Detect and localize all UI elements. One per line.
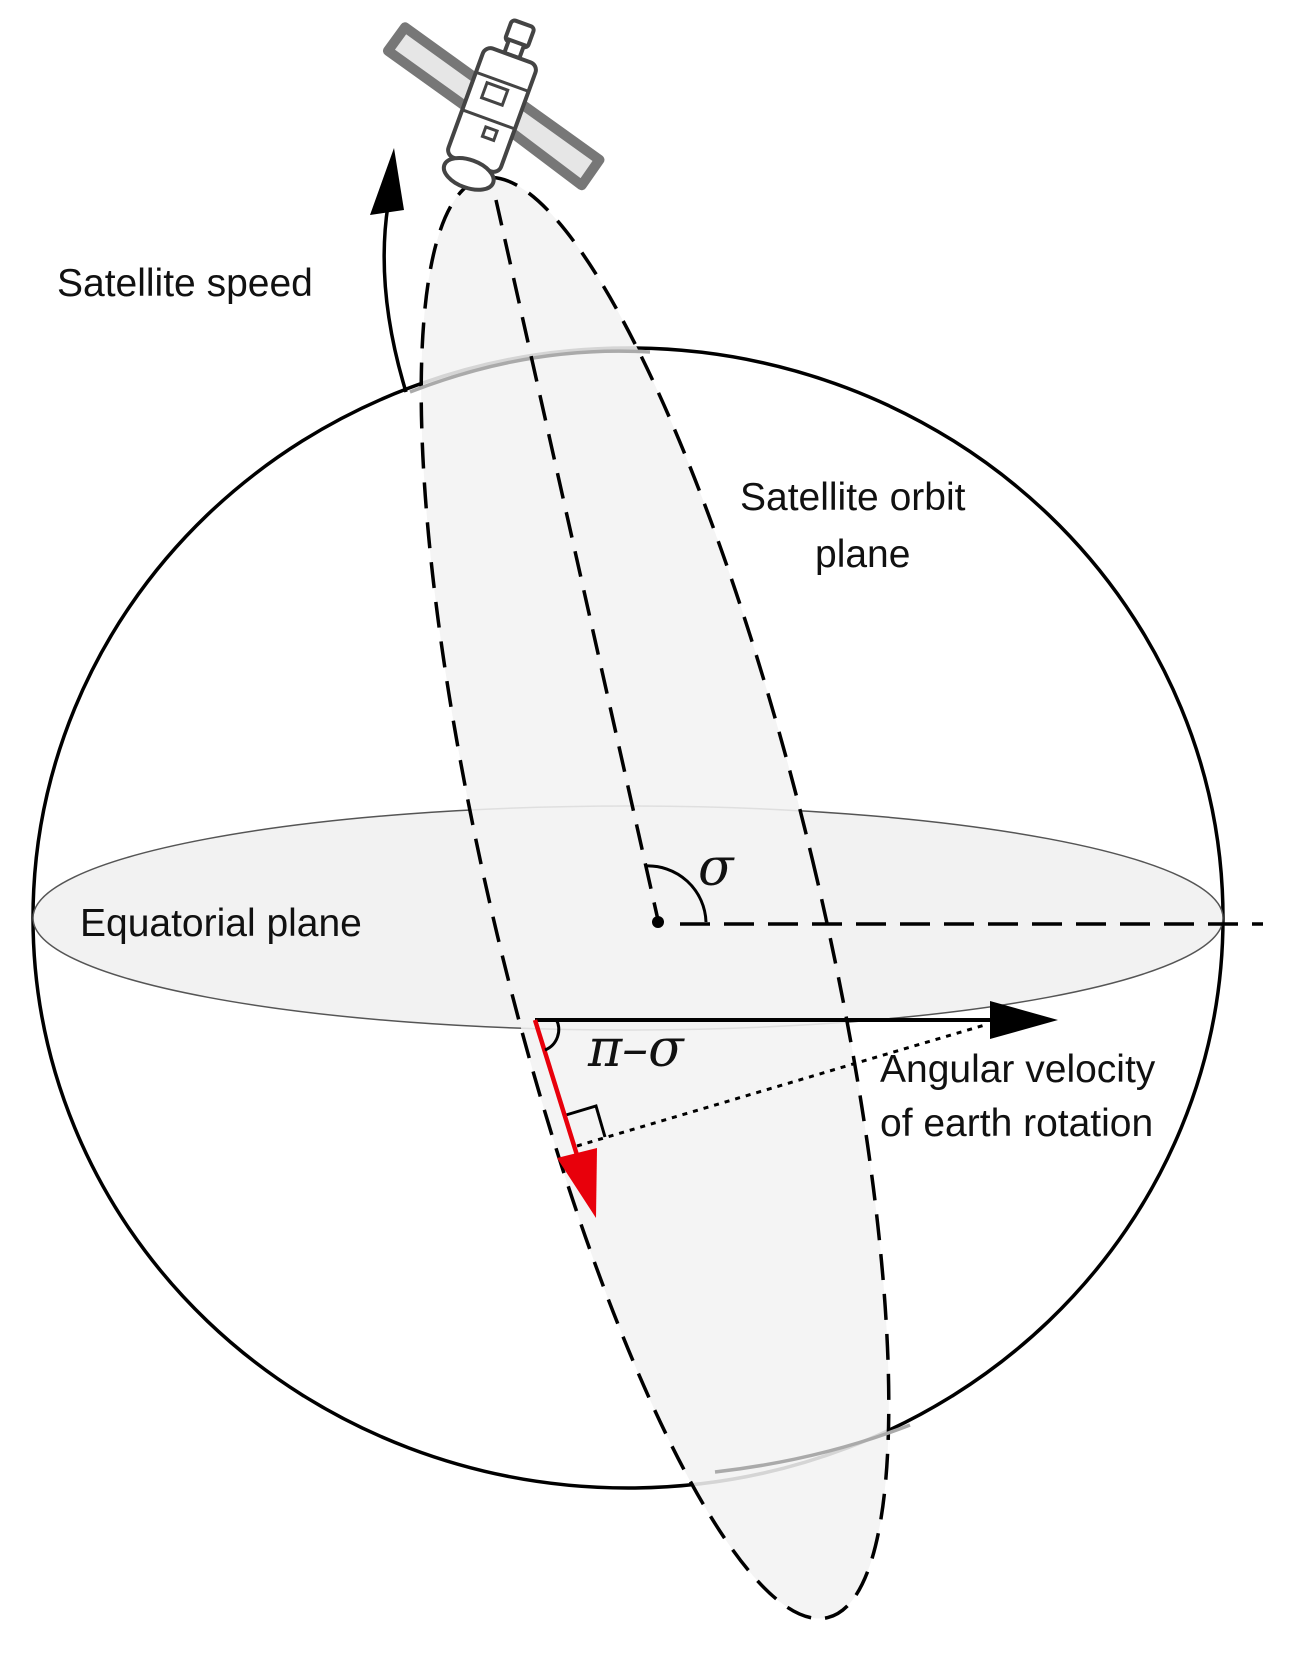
angular-velocity-label-line2: of earth rotation xyxy=(880,1102,1153,1145)
satellite-icon xyxy=(382,18,605,192)
earth-center-point xyxy=(652,916,664,928)
right-angle-marker xyxy=(565,1104,607,1138)
earth-rotation-arrowhead xyxy=(990,1001,1058,1039)
velocity-component-vector xyxy=(532,1019,584,1169)
satellite-speed-arrowhead xyxy=(370,148,404,215)
satellite-speed-arc xyxy=(382,204,408,393)
velocity-component-arrowhead xyxy=(557,1148,597,1218)
angular-velocity-label-line1: Angular velocity xyxy=(880,1048,1156,1091)
pi-minus-sigma-angle-arc xyxy=(544,1018,561,1052)
orbit-plane xyxy=(419,175,891,1621)
equatorial-plane-label: Equatorial plane xyxy=(80,902,362,945)
orbit-axis-line xyxy=(494,199,660,921)
orbit-plane-label-line1: Satellite orbit xyxy=(740,476,966,519)
pi-minus-sigma-label: π–σ xyxy=(587,1019,685,1079)
orbit-plane-label-line2: plane xyxy=(815,533,910,576)
satellite-speed-label: Satellite speed xyxy=(57,262,313,305)
sphere-arc-bottom-segment xyxy=(714,1423,911,1474)
sigma-label: σ xyxy=(698,838,735,898)
sigma-angle-arc xyxy=(644,864,708,923)
